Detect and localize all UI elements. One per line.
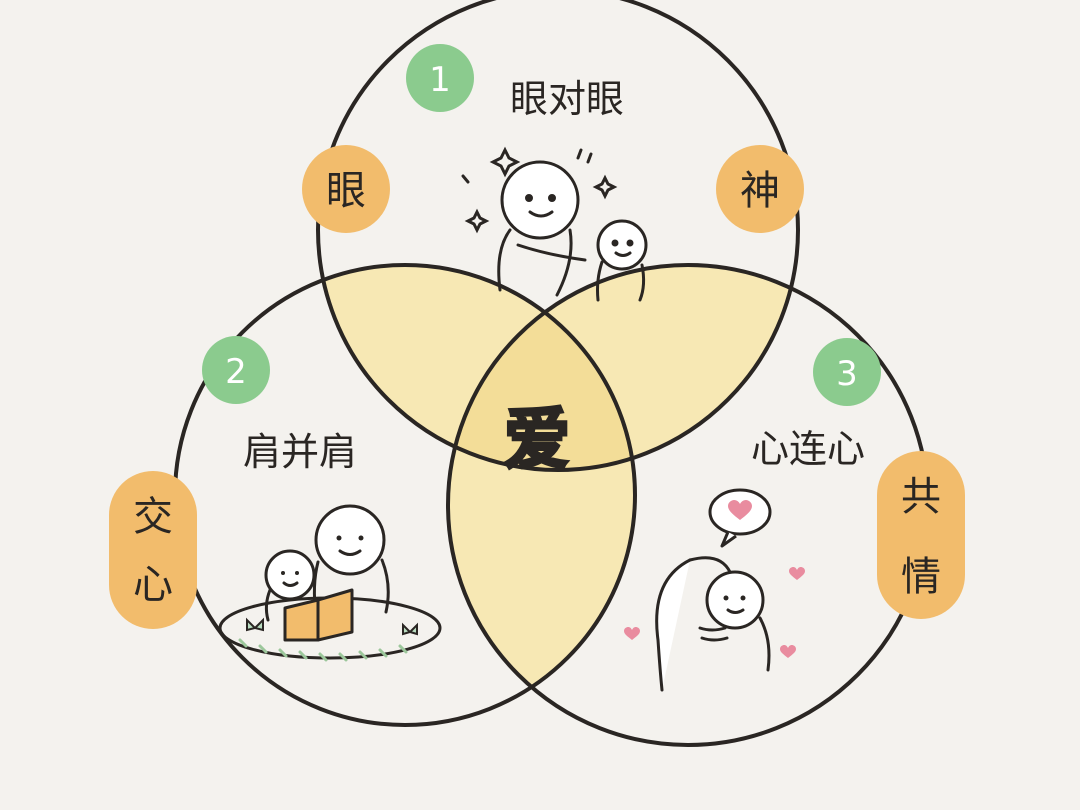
book-icon [283, 588, 354, 642]
svg-text:眼: 眼 [326, 168, 366, 214]
illustration-shoulder-to-shoulder [218, 504, 442, 662]
heart-icon [780, 645, 796, 658]
heart-icon [624, 627, 640, 640]
word-badge-empathy: 共 情 [877, 451, 965, 619]
heart-icon [789, 567, 805, 580]
butterfly-icon [246, 617, 418, 636]
heart-icon [728, 500, 752, 520]
circle-eye-to-eye [316, 0, 800, 472]
badge-char-xin: 心 [133, 562, 173, 608]
title-shoulder-to-shoulder: 肩并肩 [243, 430, 357, 474]
number-badge-2: 2 [202, 336, 270, 404]
word-badge-heart-exchange: 交 心 [109, 471, 197, 629]
word-badge-eye: 眼 [302, 145, 390, 233]
illustration-eye-to-eye [461, 146, 648, 302]
svg-text:1: 1 [429, 60, 451, 100]
sparkle-icon [461, 146, 618, 234]
number-badge-1: 1 [406, 44, 474, 112]
center-overlap [448, 265, 635, 470]
center-love: 爱 [504, 401, 570, 478]
title-heart-to-heart: 心连心 [751, 427, 865, 471]
svg-text:3: 3 [836, 354, 858, 394]
number-badge-3: 3 [813, 338, 881, 406]
word-badge-spirit: 神 [716, 145, 804, 233]
badge-char-qing: 情 [901, 554, 941, 600]
illustration-heart-to-heart [624, 488, 805, 692]
svg-text:2: 2 [225, 352, 247, 392]
badge-char-jiao: 交 [133, 494, 173, 540]
badge-char-gong: 共 [901, 474, 941, 520]
svg-text:神: 神 [740, 168, 780, 214]
title-eye-to-eye: 眼对眼 [510, 77, 624, 121]
